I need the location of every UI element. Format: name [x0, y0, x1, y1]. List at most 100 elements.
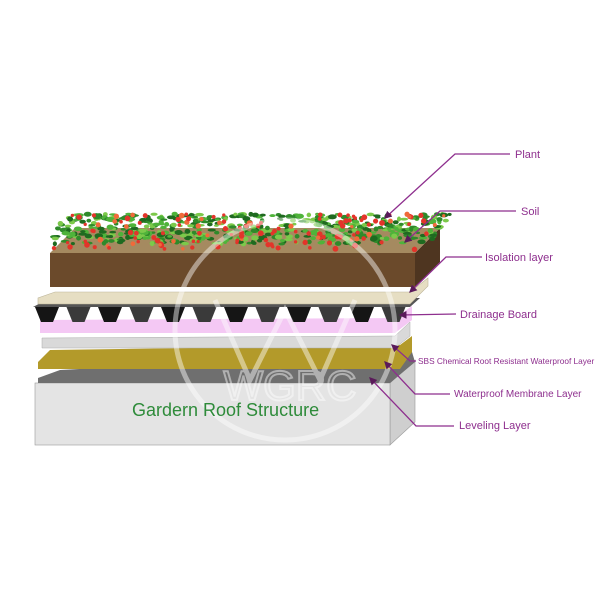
- leaf: [251, 235, 259, 241]
- leader-drainage: [398, 310, 457, 319]
- flower: [123, 224, 129, 229]
- flower: [361, 214, 368, 221]
- leaf: [207, 219, 215, 223]
- leaf: [51, 236, 59, 241]
- leaf: [278, 214, 286, 219]
- drainage-cup: [66, 307, 91, 322]
- leaf: [324, 233, 333, 238]
- leaf: [139, 217, 148, 222]
- leaf: [152, 222, 161, 227]
- leaf: [214, 230, 220, 235]
- leaf: [251, 212, 259, 218]
- leader-leveling: [369, 377, 454, 427]
- label-leveling-layer: Leveling Layer: [459, 420, 531, 432]
- flower: [237, 225, 242, 230]
- label-drainage-board: Drainage Board: [460, 309, 537, 321]
- flower: [127, 229, 134, 236]
- leaf: [264, 225, 270, 231]
- leader-sbs: [391, 344, 416, 362]
- leaf: [188, 213, 195, 217]
- flower: [293, 240, 298, 244]
- leaf: [238, 213, 245, 219]
- leaf: [76, 235, 82, 241]
- leaf: [84, 233, 92, 239]
- leaf: [57, 221, 64, 226]
- leaf: [192, 218, 199, 223]
- label-sbs-layer: SBS Chemical Root Resistant Waterproof L…: [418, 356, 595, 366]
- flower: [407, 222, 412, 227]
- label-isolation-layer: Isolation layer: [485, 252, 553, 264]
- flower: [316, 235, 321, 240]
- flower: [113, 213, 120, 219]
- leaf: [128, 223, 137, 228]
- flower: [235, 240, 239, 245]
- leaf: [436, 217, 443, 222]
- flower: [354, 236, 360, 242]
- leaf: [214, 218, 220, 221]
- flower: [332, 245, 339, 252]
- leaf: [279, 238, 286, 243]
- drainage-cup: [129, 307, 154, 322]
- leaf: [170, 222, 177, 228]
- leaf: [327, 214, 337, 220]
- flower: [424, 231, 429, 236]
- flower: [76, 214, 82, 220]
- flower: [137, 220, 142, 225]
- flower: [275, 245, 281, 251]
- leaf: [67, 216, 74, 222]
- flower: [196, 230, 202, 236]
- leaf: [427, 228, 434, 234]
- flower: [215, 243, 221, 250]
- leaf: [370, 235, 378, 242]
- leaf: [290, 218, 296, 223]
- leaf: [388, 229, 396, 233]
- flower: [352, 233, 356, 237]
- leaf: [89, 226, 95, 230]
- flower: [418, 212, 424, 218]
- leaf: [326, 224, 335, 229]
- drainage-cup: [350, 307, 374, 322]
- leaf: [120, 228, 126, 231]
- flower: [353, 216, 358, 221]
- flower: [346, 213, 350, 218]
- diagram-title: Gardern Roof Structure: [132, 400, 319, 420]
- leaf: [429, 236, 436, 242]
- leaf: [295, 213, 304, 219]
- flower: [95, 222, 101, 228]
- leaf: [284, 237, 293, 242]
- flower: [246, 220, 252, 226]
- flower: [229, 232, 233, 237]
- flower: [84, 242, 90, 248]
- flower: [442, 214, 446, 218]
- flower: [361, 236, 366, 241]
- leaf: [166, 215, 176, 220]
- flower: [134, 230, 139, 236]
- leaf: [342, 235, 351, 241]
- flower: [196, 239, 200, 244]
- sbs-root-resistant-layer: [38, 336, 412, 369]
- flower: [90, 228, 95, 233]
- flower: [352, 242, 358, 249]
- leaf: [167, 234, 172, 238]
- flower: [184, 212, 189, 217]
- leaf: [200, 220, 210, 224]
- leaf: [394, 226, 399, 231]
- leaf: [318, 221, 323, 225]
- filter-layer: [40, 306, 412, 333]
- label-plant: Plant: [515, 149, 540, 161]
- flower: [257, 230, 264, 237]
- leader-isolation: [409, 256, 482, 293]
- flower: [258, 220, 263, 225]
- flower: [293, 229, 298, 234]
- leaf: [103, 239, 109, 244]
- flower: [222, 213, 226, 217]
- leaf: [310, 231, 316, 236]
- flower: [347, 218, 352, 223]
- flower: [205, 233, 210, 238]
- flower: [154, 237, 161, 244]
- flower: [379, 240, 384, 245]
- leaf: [236, 223, 243, 227]
- leaf: [207, 222, 213, 227]
- flower: [162, 246, 167, 251]
- leaf: [225, 230, 235, 234]
